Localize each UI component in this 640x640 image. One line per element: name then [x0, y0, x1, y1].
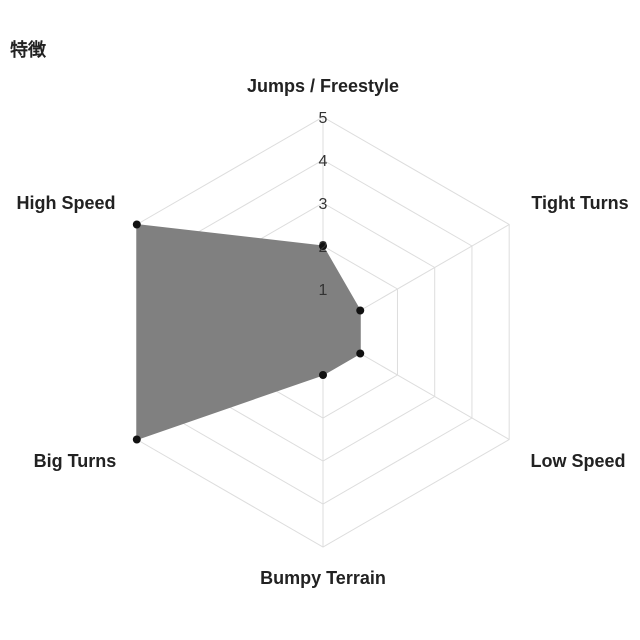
axis-label: Jumps / Freestyle	[247, 76, 399, 96]
data-point	[319, 242, 327, 250]
data-point	[319, 371, 327, 379]
chart-title: 特徴	[10, 40, 46, 61]
data-point	[356, 349, 365, 358]
radar-series	[132, 220, 365, 444]
axis-label: Big Turns	[34, 451, 117, 471]
data-point	[132, 435, 141, 444]
data-point	[132, 220, 141, 229]
axis-label: High Speed	[16, 193, 115, 213]
tick-label: 4	[319, 153, 328, 170]
axis-label: Low Speed	[530, 451, 625, 471]
tick-label: 2	[319, 239, 328, 256]
radar-ticks: 1 2 3 4 5	[319, 110, 328, 299]
tick-label: 3	[319, 196, 328, 213]
series-area	[136, 223, 361, 441]
axis-label: Bumpy Terrain	[260, 568, 386, 588]
axis-label: Tight Turns	[531, 193, 628, 213]
tick-label: 1	[319, 282, 328, 299]
tick-label: 5	[319, 110, 328, 127]
data-point	[356, 306, 365, 315]
